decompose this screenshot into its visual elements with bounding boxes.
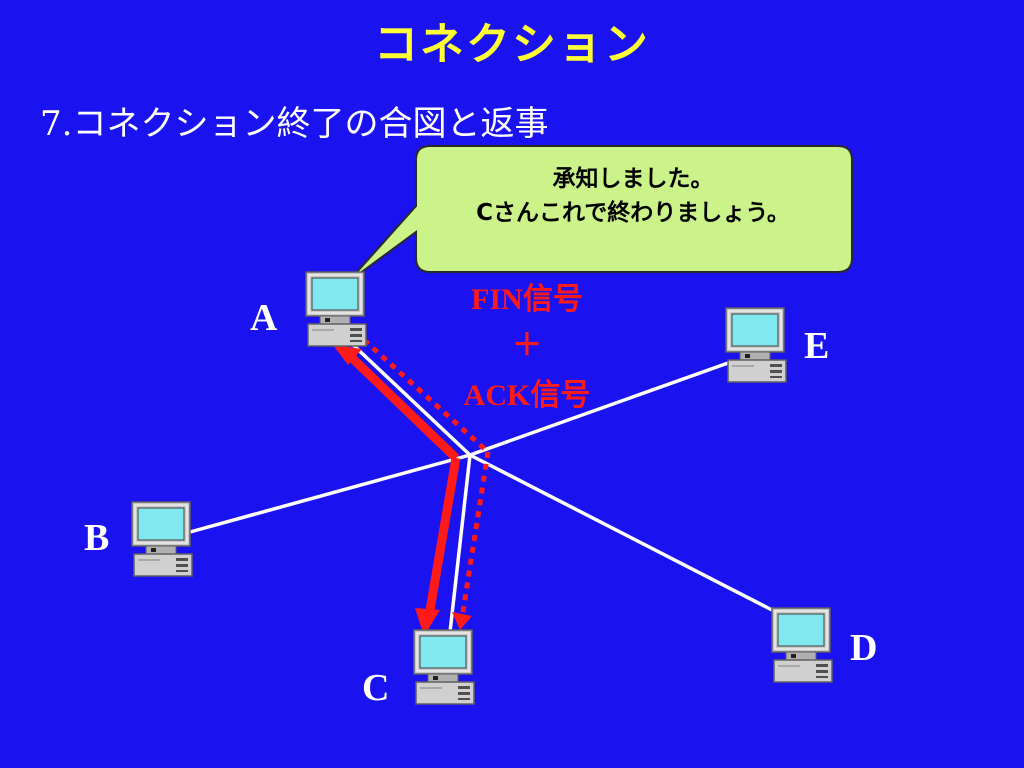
computer-c	[413, 629, 475, 705]
network-links	[189, 340, 773, 633]
link-d	[469, 453, 773, 612]
arrowhead-to-a	[333, 345, 362, 365]
plus-label: ＋	[512, 329, 542, 362]
computer-b	[131, 501, 193, 577]
speech-bubble-text: 承知しました。 Cさんこれで終わりましょう。	[420, 162, 846, 230]
node-label-a: A	[250, 297, 278, 339]
ack-path	[362, 338, 491, 630]
computer-d	[771, 607, 833, 683]
arrowhead-to-c	[415, 608, 440, 636]
slide-title: コネクション	[374, 19, 650, 70]
node-label-c: C	[362, 667, 390, 709]
fin-arrows	[333, 345, 461, 636]
bubble-line-2: Cさんこれで終わりましょう。	[476, 200, 790, 226]
slide-subtitle: 7.コネクション終了の合図と返事	[40, 96, 548, 145]
link-a	[348, 340, 472, 457]
link-c	[448, 454, 472, 633]
node-label-d: D	[850, 627, 878, 669]
node-label-b: B	[84, 517, 110, 559]
computer-a	[305, 271, 367, 347]
speech-bubble	[347, 145, 853, 283]
computer-e	[725, 307, 787, 383]
bubble-line-1: 承知しました。	[552, 166, 714, 192]
subtitle-text: コネクション終了の合図と返事	[72, 104, 549, 144]
node-label-e: E	[804, 325, 830, 367]
link-b	[189, 453, 471, 534]
ack-signal-label: ACK信号	[463, 379, 591, 412]
fin-signal-label: FIN信号	[471, 283, 583, 316]
link-e	[469, 361, 729, 457]
subtitle-number: 7.	[40, 104, 73, 144]
